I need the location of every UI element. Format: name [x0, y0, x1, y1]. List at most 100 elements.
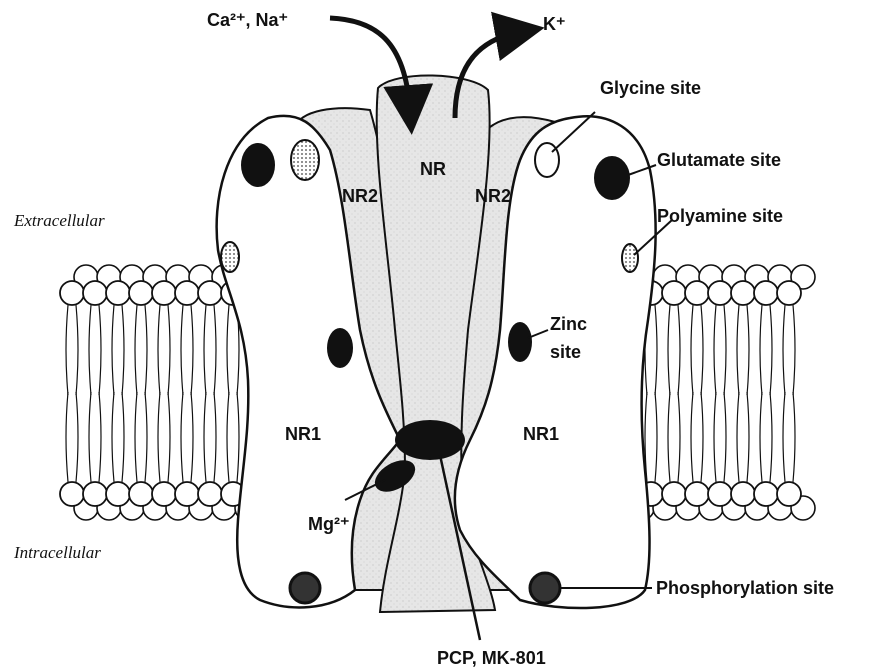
lipid-tail [760, 305, 762, 395]
polyamine-site-label: Polyamine site [657, 206, 783, 226]
lipid-head [106, 281, 130, 305]
lipid-tail [181, 305, 183, 395]
k-label: K⁺ [543, 14, 566, 34]
lipid-tail [668, 392, 670, 482]
lipid-tail [191, 392, 193, 482]
lipid-tail [66, 392, 68, 482]
lipid-bilayer-left [60, 265, 259, 520]
zinc-site-left [327, 328, 353, 368]
pcp-mk801-label: PCP, MK-801 [437, 648, 546, 668]
lipid-tail [747, 392, 749, 482]
lipid-tail [76, 305, 78, 395]
lipid-tail [204, 305, 206, 395]
glycine-site-left [291, 140, 319, 180]
lipid-tail [655, 392, 657, 482]
lipid-tail [724, 392, 726, 482]
lipid-tail [158, 392, 160, 482]
mg-label: Mg²⁺ [308, 514, 349, 534]
nr1-left-label: NR1 [285, 424, 321, 444]
lipid-tail [99, 305, 101, 395]
lipid-head [685, 281, 709, 305]
lipid-tail [168, 305, 170, 395]
lipid-head [754, 482, 778, 506]
lipid-tail [760, 392, 762, 482]
lipid-tail [135, 305, 137, 395]
lipid-tail [227, 305, 229, 395]
lipid-tail [770, 305, 772, 395]
lipid-head [175, 281, 199, 305]
lipid-head [152, 482, 176, 506]
lipid-tail [89, 392, 91, 482]
lipid-tail [122, 305, 124, 395]
lipid-head [731, 281, 755, 305]
nr2-right-label: NR2 [475, 186, 511, 206]
lipid-tail [89, 305, 91, 395]
pcp-mk801-site [395, 420, 465, 460]
lipid-head [129, 482, 153, 506]
lipid-tail [678, 392, 680, 482]
lipid-tail [714, 305, 716, 395]
lipid-tail [214, 392, 216, 482]
lipid-tail [99, 392, 101, 482]
lipid-head [777, 281, 801, 305]
lipid-head [175, 482, 199, 506]
glutamate-site-label: Glutamate site [657, 150, 781, 170]
lipid-tail [793, 392, 795, 482]
glutamate-site-right [594, 156, 630, 200]
glycine-site-label: Glycine site [600, 78, 701, 98]
lipid-tail [701, 392, 703, 482]
lipid-tail [783, 392, 785, 482]
lipid-head [198, 281, 222, 305]
phosphorylation-site-left [290, 573, 320, 603]
lipid-tail [237, 392, 239, 482]
lipid-head [106, 482, 130, 506]
lipid-tail [678, 305, 680, 395]
lipid-head [708, 482, 732, 506]
nr-center-label: NR [420, 159, 446, 179]
nr1-right-label: NR1 [523, 424, 559, 444]
lipid-tail [135, 392, 137, 482]
lipid-tail [122, 392, 124, 482]
lipid-head [708, 281, 732, 305]
lipid-tail [191, 305, 193, 395]
nr2-left-label: NR2 [342, 186, 378, 206]
lipid-head [129, 281, 153, 305]
polyamine-site-right [622, 244, 638, 272]
lipid-tail [793, 305, 795, 395]
lipid-head [662, 281, 686, 305]
lipid-tail [168, 392, 170, 482]
lipid-head [754, 281, 778, 305]
lipid-tail [66, 305, 68, 395]
lipid-head [662, 482, 686, 506]
lipid-tail [747, 305, 749, 395]
zinc-site-label-line2: site [550, 342, 581, 362]
lipid-head [685, 482, 709, 506]
glutamate-site-left [241, 143, 275, 187]
lipid-tail [701, 305, 703, 395]
lipid-head [60, 281, 84, 305]
phosphorylation-site-right [530, 573, 560, 603]
zinc-site-label-line1: Zinc [550, 314, 587, 334]
extracellular-label: Extracellular [13, 211, 105, 230]
zinc-site-right [508, 322, 532, 362]
lipid-tail [770, 392, 772, 482]
lipid-tail [714, 392, 716, 482]
lipid-tail [76, 392, 78, 482]
lipid-tail [181, 392, 183, 482]
lipid-tail [668, 305, 670, 395]
lipid-tail [227, 392, 229, 482]
lipid-tail [158, 305, 160, 395]
phosphorylation-site-label: Phosphorylation site [656, 578, 834, 598]
lipid-tail [783, 305, 785, 395]
lipid-tail [112, 392, 114, 482]
lipid-tail [214, 305, 216, 395]
lipid-head [198, 482, 222, 506]
lipid-head [83, 281, 107, 305]
lipid-tail [737, 392, 739, 482]
lipid-head [777, 482, 801, 506]
lipid-head [60, 482, 84, 506]
lipid-tail [145, 305, 147, 395]
lipid-tail [655, 305, 657, 395]
lipid-head [83, 482, 107, 506]
